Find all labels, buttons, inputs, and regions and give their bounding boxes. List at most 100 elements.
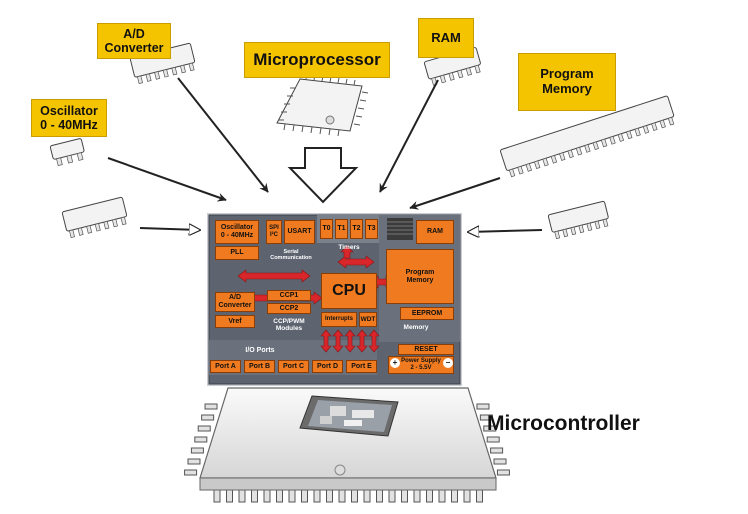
microprocessor-chip: [276, 73, 369, 137]
die-spi: SPI I²C: [266, 220, 282, 244]
pin: [559, 152, 566, 161]
pin: [439, 74, 447, 84]
die-oscillator: Oscillator 0 - 40MHz: [215, 220, 259, 244]
io-bus-arrow: [368, 329, 380, 353]
die-program-memory: Program Memory: [386, 249, 454, 304]
pin: [463, 489, 471, 503]
die-serial-label: Serial Communication: [270, 249, 312, 262]
die-port-c: Port C: [278, 360, 309, 373]
die-ccp1: CCP1: [267, 290, 311, 301]
die-timer-t0: T0: [320, 219, 333, 239]
pin: [542, 157, 549, 167]
die-cpu: CPU: [321, 273, 377, 309]
pin: [197, 425, 211, 432]
pin: [162, 69, 169, 78]
pin: [136, 75, 143, 84]
die-timers-label: Timers: [338, 244, 360, 251]
die-eeprom: EEPROM: [400, 307, 454, 320]
pin: [188, 62, 195, 72]
die-io-ports-label: I/O Ports: [245, 347, 275, 354]
die-reset: RESET: [398, 344, 454, 355]
pin: [448, 72, 455, 81]
pin: [533, 160, 541, 170]
pin: [313, 489, 321, 503]
pin: [562, 228, 569, 238]
ram-label: RAM: [418, 18, 474, 58]
pin: [111, 218, 118, 228]
pin: [145, 73, 152, 82]
pin: [363, 489, 371, 503]
pin: [351, 489, 358, 503]
die-timer-t2: T2: [350, 219, 363, 239]
right-peripheral-chip: [547, 200, 609, 240]
die-ad-converter: A/D Converter: [215, 292, 255, 312]
pin: [190, 447, 204, 454]
pin: [651, 122, 658, 131]
input-arrows: [107, 77, 543, 232]
io-bus-arrow: [356, 329, 368, 353]
die-ccp-pwm-label: CCP/PWM Modules: [273, 318, 305, 333]
die-port-d: Port D: [312, 360, 343, 373]
pin: [194, 436, 208, 443]
pin: [56, 157, 63, 167]
pin: [154, 71, 161, 80]
pin: [86, 225, 93, 234]
pin: [570, 226, 577, 236]
pin: [508, 168, 516, 178]
die-usart: USART: [284, 220, 315, 244]
pin: [642, 125, 650, 134]
pin: [201, 414, 215, 421]
pin: [578, 224, 585, 234]
pin: [602, 218, 609, 228]
pin: [476, 403, 490, 410]
die-vref: Vref: [215, 315, 255, 328]
die-minus-sign: −: [443, 358, 453, 368]
ad-converter-label: A/D Converter: [97, 23, 171, 59]
die-port-e: Port E: [346, 360, 377, 373]
pin: [338, 489, 346, 503]
pin: [376, 489, 383, 503]
pin: [550, 154, 558, 164]
pin: [184, 469, 198, 476]
die-power-supply: Power Supply 2 - 5.5V: [388, 356, 454, 374]
pin: [68, 229, 75, 238]
pin: [388, 489, 396, 503]
pin: [187, 458, 201, 465]
pin: [226, 489, 233, 503]
pin: [465, 67, 472, 76]
io-bus-arrow: [332, 329, 344, 353]
pin: [567, 149, 574, 159]
pin: [76, 152, 84, 161]
pin: [171, 66, 178, 76]
die-port-b: Port B: [244, 360, 275, 373]
microcontroller-label: Microcontroller: [487, 412, 640, 435]
pin: [575, 146, 583, 156]
die-image: [299, 395, 399, 437]
pin: [496, 469, 510, 476]
pin: [584, 144, 591, 153]
pin: [120, 216, 127, 226]
down-arrow: [287, 147, 359, 204]
pin: [594, 220, 601, 230]
pin: [179, 64, 186, 74]
pin: [486, 436, 500, 443]
pin: [609, 135, 616, 145]
pin: [263, 489, 271, 503]
pin: [479, 414, 493, 421]
pin: [401, 489, 408, 503]
pin: [426, 489, 433, 503]
ad-converter-chip: [129, 42, 196, 84]
pin: [438, 489, 446, 503]
microprocessor-label: Microprocessor: [244, 42, 390, 78]
pin: [626, 130, 633, 140]
program-memory-chip: [500, 95, 675, 178]
pin: [517, 165, 524, 175]
oscillator-chip: [49, 138, 85, 167]
die-pll: PLL: [215, 246, 259, 260]
pin: [617, 133, 625, 142]
die-memory-label: Memory: [403, 324, 429, 331]
io-bus-arrow: [344, 329, 356, 353]
pin: [103, 220, 110, 230]
die-plus-sign: +: [390, 358, 400, 368]
